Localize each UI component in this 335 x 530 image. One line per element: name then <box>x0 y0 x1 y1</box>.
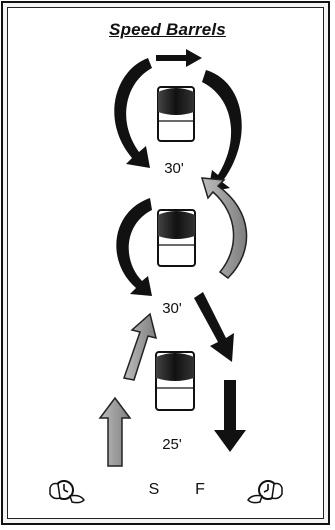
arrow-finish-down <box>214 380 246 452</box>
arrow-start-up <box>100 398 130 466</box>
finish-label: F <box>188 481 212 499</box>
barrel-1 <box>158 87 194 141</box>
barrel-3 <box>156 352 194 410</box>
timer-hand-icon <box>248 481 282 503</box>
arrow-barrel1-right <box>202 70 242 192</box>
distance-label-1: 30' <box>152 160 196 177</box>
arrow-diagonal-up <box>124 314 156 380</box>
arrow-top <box>156 49 202 67</box>
arrow-barrel2-left <box>116 198 152 296</box>
distance-label-2: 30' <box>150 300 194 317</box>
barrel-2 <box>158 210 195 266</box>
timer-hand-icon <box>50 481 84 503</box>
distance-label-3: 25' <box>150 436 194 453</box>
arrow-barrel2-right-light <box>202 178 247 278</box>
arrow-barrel1-left <box>114 58 152 168</box>
arrow-diagonal-down <box>194 292 234 362</box>
start-label: S <box>142 481 166 499</box>
page-title: Speed Barrels <box>0 20 335 40</box>
